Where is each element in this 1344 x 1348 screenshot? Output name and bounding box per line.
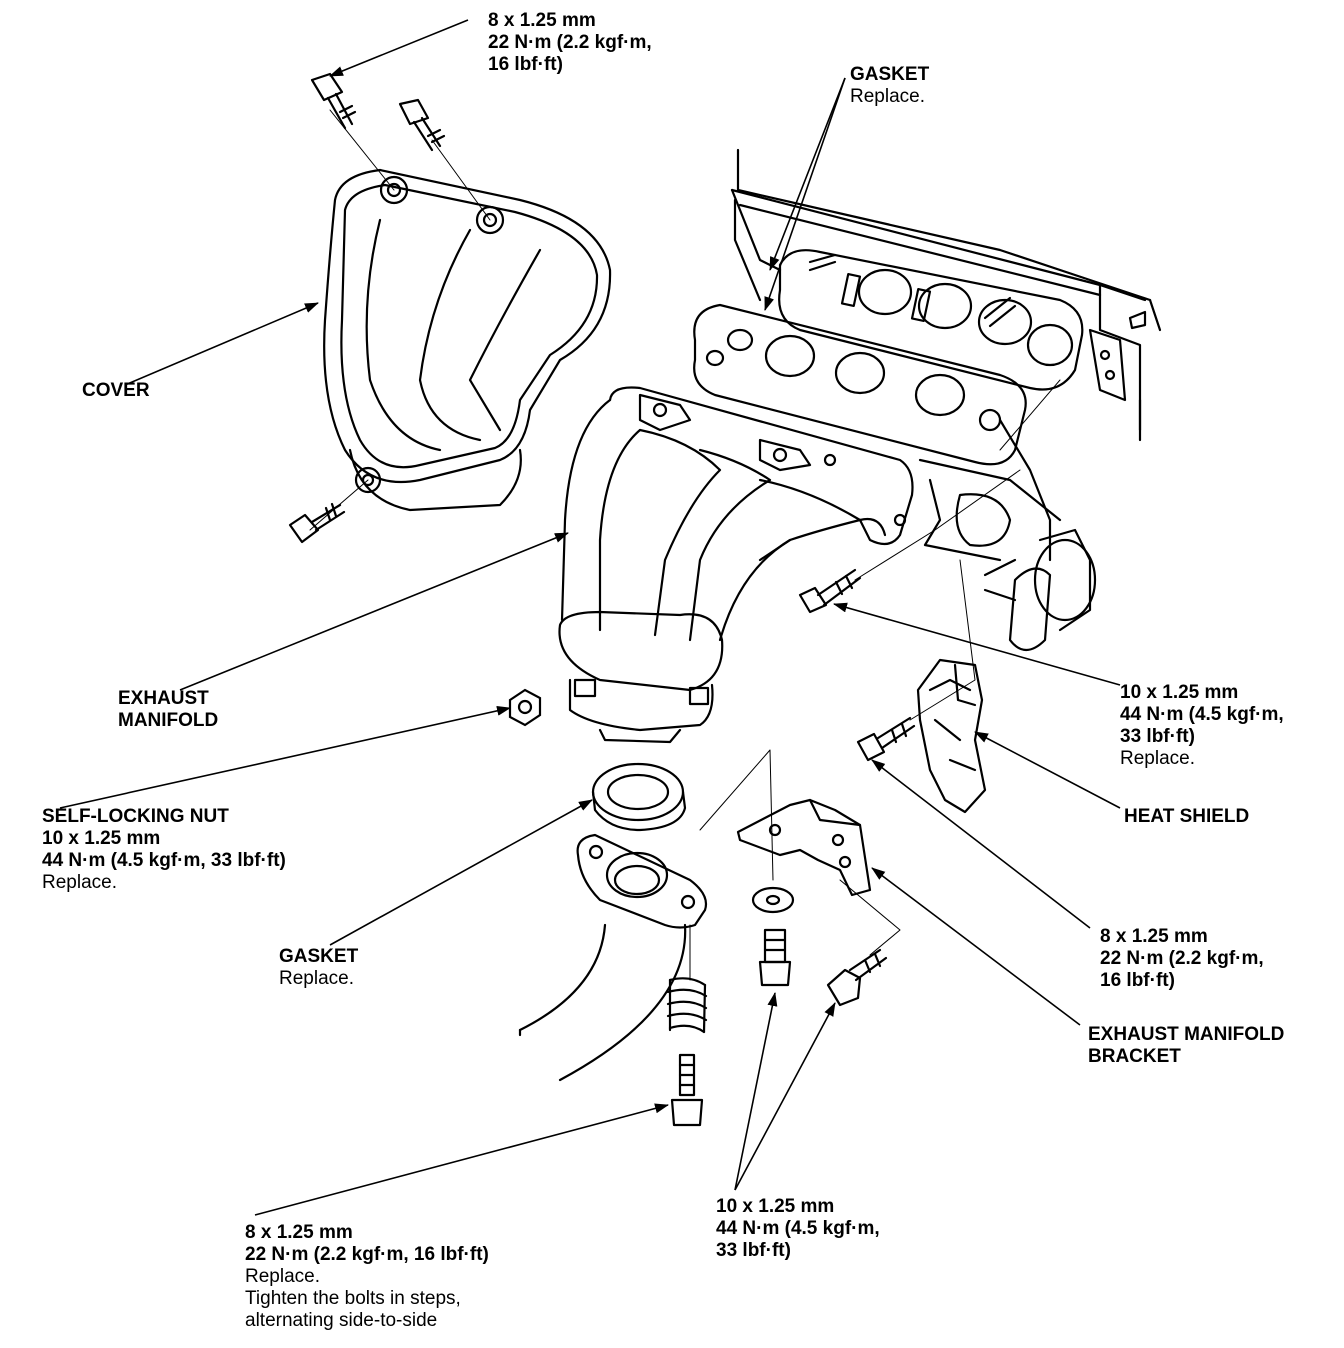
- cover-bolt-lower-drawing: [288, 502, 346, 544]
- gasket-lower-label: GASKET Replace.: [279, 946, 358, 990]
- heat-shield-label: HEAT SHIELD: [1124, 806, 1249, 828]
- right-bolt-8-torque-lbf: 16 lbf·ft): [1100, 970, 1175, 991]
- top-bolt-spec: 8 x 1.25 mm 22 N·m (2.2 kgf·m, 16 lbf·ft…: [488, 10, 652, 76]
- exhaust-manifold-drawing: [558, 386, 914, 744]
- leader-top-bolt: [329, 19, 469, 77]
- leader-cover: [124, 302, 319, 386]
- alignment-lines: [309, 109, 1061, 981]
- bottom-bolt-10-torque-lbf: 33 lbf·ft): [716, 1240, 791, 1261]
- cylinder-head-drawing: [730, 148, 1162, 652]
- cover-label: COVER: [82, 380, 150, 402]
- bracket-drawing: [736, 798, 872, 897]
- exhaust-manifold-line1: EXHAUST: [118, 688, 209, 709]
- leader-gasket-top-head: [769, 77, 846, 271]
- bracket-washer-drawing: [751, 886, 795, 914]
- bottom-bolt-10-size: 10 x 1.25 mm: [716, 1196, 835, 1217]
- exhaust-manifold-line2: MANIFOLD: [118, 710, 219, 731]
- cover-name: COVER: [82, 380, 150, 401]
- self-locking-nut-name: SELF-LOCKING NUT: [42, 806, 229, 827]
- leader-self-locking-nut: [59, 705, 511, 809]
- gasket-top-note: Replace.: [850, 86, 925, 107]
- right-bolt-10-torque-lbf: 33 lbf·ft): [1120, 726, 1195, 747]
- leader-heat-shield: [974, 731, 1121, 809]
- cover-bolt-right-drawing: [398, 98, 446, 152]
- bracket-bolt-right-drawing: [826, 948, 888, 1007]
- leader-bottom-bolt-10-left: [734, 992, 778, 1191]
- bottom-bolt-8-note-tighten: Tighten the bolts in steps,: [245, 1288, 461, 1309]
- self-locking-nut-drawing: [508, 688, 542, 727]
- bottom-bolt-10-spec: 10 x 1.25 mm 44 N·m (4.5 kgf·m, 33 lbf·f…: [716, 1196, 880, 1262]
- gasket-lower-note: Replace.: [279, 968, 354, 989]
- bracket-label: EXHAUST MANIFOLD BRACKET: [1088, 1024, 1284, 1068]
- self-locking-nut-torque: 44 N·m (4.5 kgf·m, 33 lbf·ft): [42, 850, 286, 871]
- right-bolt-8-spec: 8 x 1.25 mm 22 N·m (2.2 kgf·m, 16 lbf·ft…: [1100, 926, 1264, 992]
- top-bolt-size: 8 x 1.25 mm: [488, 10, 596, 31]
- lower-gasket-drawing: [591, 762, 687, 832]
- right-bolt-10-size: 10 x 1.25 mm: [1120, 682, 1239, 703]
- manifold-bolt-right-drawing: [798, 568, 862, 614]
- gasket-top-name: GASKET: [850, 64, 930, 85]
- bottom-bolt-8-spec: 8 x 1.25 mm 22 N·m (2.2 kgf·m, 16 lbf·ft…: [245, 1222, 489, 1332]
- gasket-top-label: GASKET Replace.: [850, 64, 929, 108]
- bottom-bolt-8-torque: 22 N·m (2.2 kgf·m, 16 lbf·ft): [245, 1244, 489, 1265]
- pipe-flange-drawing: [518, 833, 708, 1082]
- right-bolt-8-size: 8 x 1.25 mm: [1100, 926, 1208, 947]
- exhaust-manifold-label: EXHAUST MANIFOLD: [118, 688, 218, 732]
- spring-bolt-drawing: [666, 977, 708, 1127]
- self-locking-nut-note: Replace.: [42, 872, 117, 893]
- right-bolt-10-torque: 44 N·m (4.5 kgf·m,: [1120, 704, 1284, 725]
- leader-exhaust-manifold: [179, 532, 569, 691]
- heat-shield-drawing: [916, 658, 987, 814]
- bottom-bolt-8-size: 8 x 1.25 mm: [245, 1222, 353, 1243]
- bottom-bolt-8-note-alternate: alternating side-to-side: [245, 1310, 438, 1331]
- top-bolt-torque: 22 N·m (2.2 kgf·m,: [488, 32, 652, 53]
- leader-bottom-bolt-8: [254, 1103, 669, 1216]
- leader-bracket: [871, 867, 1081, 1026]
- gasket-lower-name: GASKET: [279, 946, 359, 967]
- self-locking-nut-label: SELF-LOCKING NUT 10 x 1.25 mm 44 N·m (4.…: [42, 806, 286, 894]
- manifold-cover-drawing: [323, 168, 612, 512]
- right-bolt-8-torque: 22 N·m (2.2 kgf·m,: [1100, 948, 1264, 969]
- right-bolt-10-spec: 10 x 1.25 mm 44 N·m (4.5 kgf·m, 33 lbf·f…: [1120, 682, 1284, 770]
- right-bolt-10-note: Replace.: [1120, 748, 1195, 769]
- bracket-bolt-left-drawing: [758, 928, 792, 987]
- bracket-line2: BRACKET: [1088, 1046, 1181, 1067]
- leader-right-bolt-8: [871, 759, 1091, 929]
- heat-shield-name: HEAT SHIELD: [1124, 806, 1250, 827]
- upper-gasket-drawing: [693, 303, 1027, 466]
- leader-gasket-top-upper: [764, 77, 846, 311]
- cover-bolt-left-drawing: [310, 72, 357, 130]
- leader-gasket-lower: [329, 799, 593, 946]
- bracket-line1: EXHAUST MANIFOLD: [1088, 1024, 1285, 1045]
- heat-shield-bolt-drawing: [856, 716, 916, 762]
- top-bolt-torque-lbf: 16 lbf·ft): [488, 54, 563, 75]
- leader-right-bolt-10: [833, 602, 1121, 686]
- leader-bottom-bolt-10-right: [734, 1002, 836, 1191]
- bottom-bolt-8-note-replace: Replace.: [245, 1266, 320, 1287]
- bottom-bolt-10-torque: 44 N·m (4.5 kgf·m,: [716, 1218, 880, 1239]
- self-locking-nut-size: 10 x 1.25 mm: [42, 828, 161, 849]
